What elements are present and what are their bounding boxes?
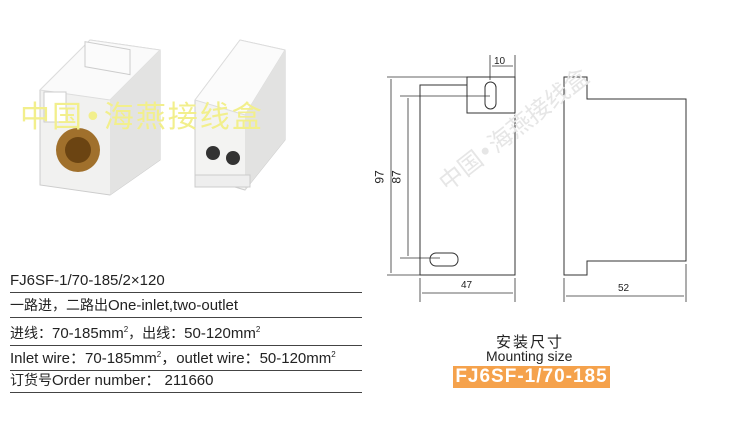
dim-width: 47 xyxy=(461,280,473,291)
inlet-cn: 70-185mm xyxy=(52,325,124,342)
dim-top-slot: 10 xyxy=(494,56,506,67)
side-view xyxy=(563,76,687,276)
product-photo-rear xyxy=(194,39,286,191)
outlet-en: 50-120mm xyxy=(259,350,332,367)
outlet-label-cn: ，出线： xyxy=(128,326,185,342)
sup: 2 xyxy=(156,350,162,359)
outlet-cn: 50-120mm xyxy=(184,325,256,342)
mounting-title-cn: 安装尺寸 xyxy=(496,333,565,351)
dim-depth: 52 xyxy=(618,283,630,294)
order-label-cn: 订货号 xyxy=(10,373,52,389)
dimension-lines xyxy=(387,55,687,302)
inlet-label-en: Inlet wire： xyxy=(10,350,86,367)
spec-wire-cn-row: 进线：70-185mm2，出线：50-120mm2 xyxy=(10,319,362,346)
model-badge: FJ6SF-1/70-185 xyxy=(453,366,610,388)
order-number: 211660 xyxy=(164,372,214,389)
inlet-label-cn: 进线： xyxy=(10,326,52,342)
config-en: One-inlet,two-outlet xyxy=(108,297,239,314)
product-photo-front xyxy=(38,39,162,196)
spec-order-row: 订货号Order number： 211660 xyxy=(10,370,362,393)
model-text: FJ6SF-1/70-185/2×120 xyxy=(10,272,165,289)
spec-wire-en-row: Inlet wire：70-185mm2，outlet wire：50-120m… xyxy=(10,344,362,371)
spec-config-row: 一路进，二路出One-inlet,two-outlet xyxy=(10,295,362,318)
sup: 2 xyxy=(123,325,129,334)
spec-model-row: FJ6SF-1/70-185/2×120 xyxy=(10,270,362,293)
sup: 2 xyxy=(255,325,261,334)
outlet-label-en: ，outlet wire： xyxy=(161,350,260,367)
dim-hole-spacing: 87 xyxy=(389,170,404,184)
watermark: 中国•海燕接线盒 xyxy=(20,100,264,135)
order-label-en: Order number： xyxy=(52,372,161,389)
mounting-title-en: Mounting size xyxy=(486,348,573,364)
config-cn: 一路进，二路出 xyxy=(10,298,108,314)
dim-height-total: 97 xyxy=(372,170,387,184)
inlet-en: 70-185mm xyxy=(85,350,157,367)
sup: 2 xyxy=(331,350,336,359)
